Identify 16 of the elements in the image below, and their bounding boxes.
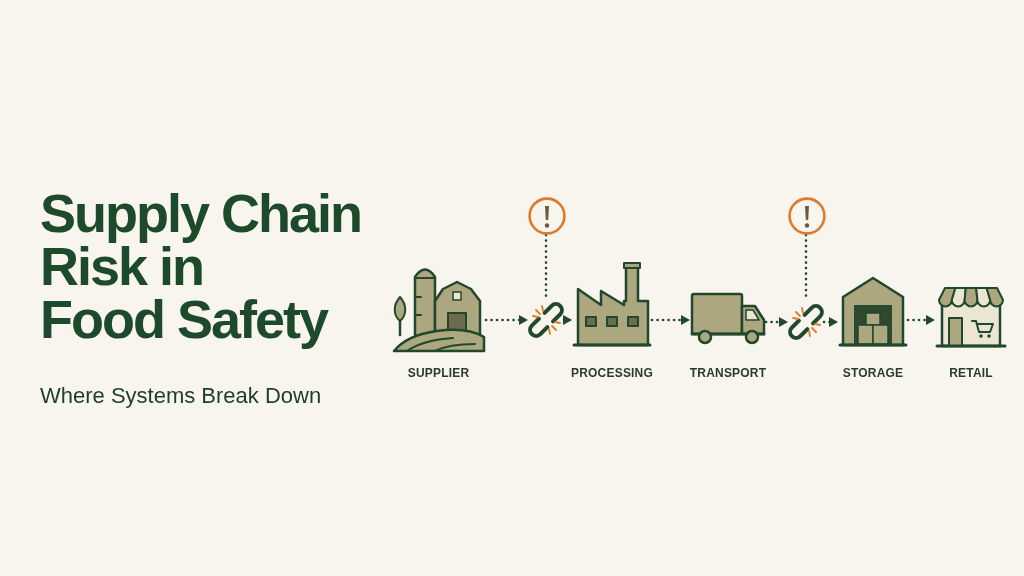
stage-label: SUPPLIER xyxy=(407,366,470,380)
stage-label: RETAIL xyxy=(949,366,993,380)
dotted-leader-line xyxy=(804,233,808,300)
dotted-arrow xyxy=(906,315,937,325)
dotted-arrow xyxy=(562,315,574,325)
alert-icon xyxy=(788,197,826,235)
dotted-arrow xyxy=(484,315,530,325)
alert-icon xyxy=(528,197,566,235)
subtitle: Where Systems Break Down xyxy=(40,383,322,409)
stage-label: TRANSPORT xyxy=(689,366,767,380)
dotted-arrow xyxy=(822,317,840,327)
dotted-leader-line xyxy=(544,233,548,298)
stage-label: PROCESSING xyxy=(571,366,653,380)
stage-label: STORAGE xyxy=(842,366,904,380)
dotted-arrow xyxy=(650,315,692,325)
dotted-arrow xyxy=(764,317,790,327)
